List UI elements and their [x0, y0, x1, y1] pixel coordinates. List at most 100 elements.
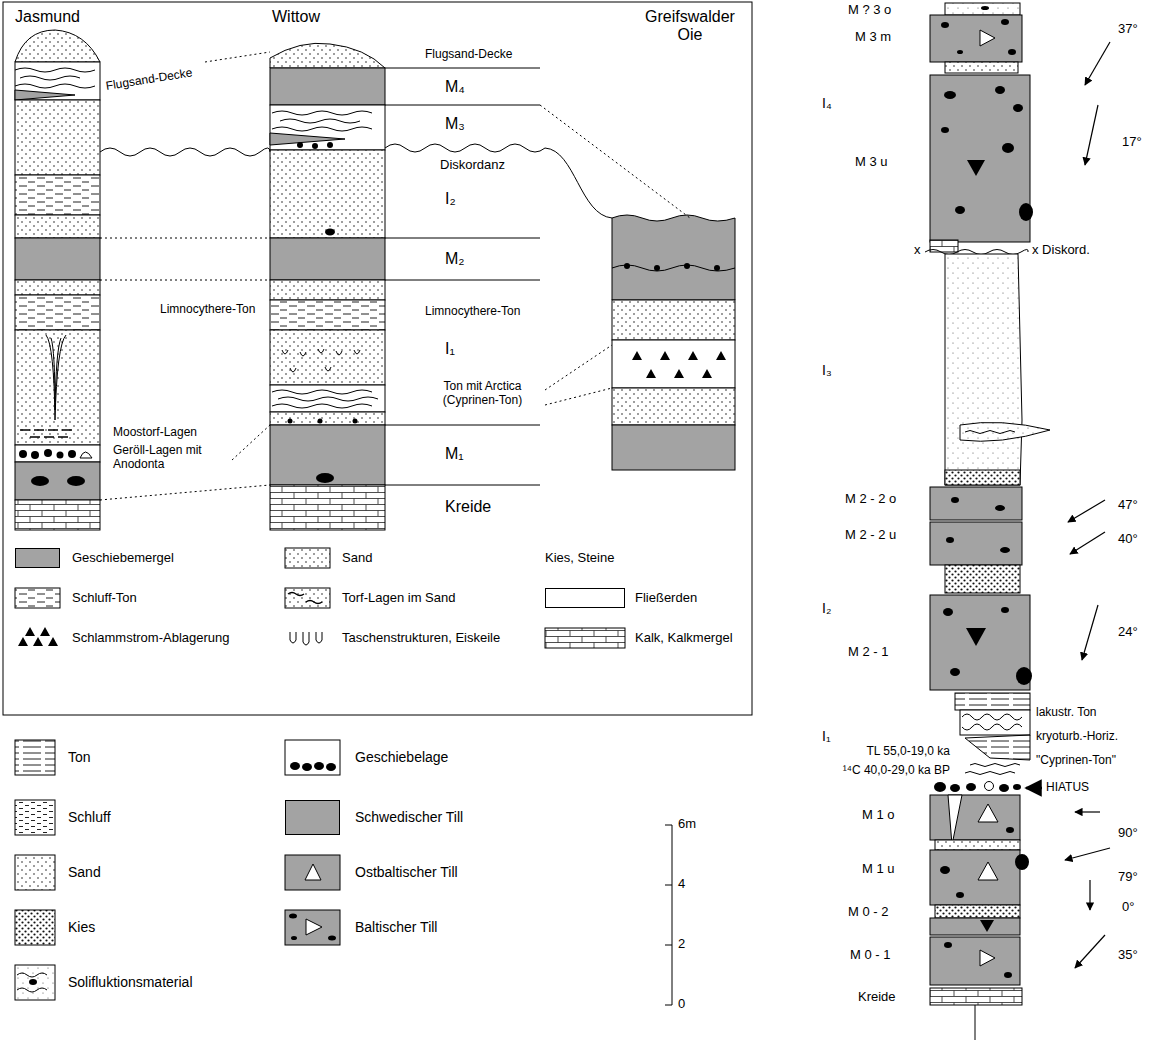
- flint-nodule: [31, 476, 49, 486]
- stone: [1013, 784, 1021, 790]
- legend-label: Schluff: [68, 809, 111, 825]
- right-profile-column: [925, 3, 1050, 1040]
- sand-layer: [15, 330, 100, 445]
- sand-layer: [270, 150, 385, 238]
- discordance-line: [385, 144, 612, 218]
- till-layer: [612, 425, 735, 470]
- scale-label: 6m: [678, 817, 696, 832]
- dip-angle: 40°: [1118, 532, 1138, 547]
- stone: [951, 497, 959, 503]
- till-layer: [15, 238, 100, 280]
- legend-label: Sand: [342, 551, 372, 566]
- layer-note: kryoturb.-Horiz.: [1036, 730, 1118, 744]
- legend-label: Ostbaltischer Till: [355, 864, 458, 880]
- stone: [328, 936, 336, 941]
- silt-clay-layer: [15, 175, 100, 215]
- stone: [1002, 143, 1014, 153]
- gravel-layer: [935, 905, 1020, 918]
- stone: [291, 936, 297, 940]
- gravel-layer: [945, 565, 1020, 593]
- sand-layer: [15, 215, 100, 238]
- till-label: M 2 - 2 u: [845, 528, 896, 543]
- till-layer: [930, 522, 1022, 565]
- flint-nodule: [316, 473, 334, 483]
- unit-label: I₄: [822, 95, 832, 111]
- cryoturbation-lines: [962, 714, 1022, 730]
- boulder-bed-sample: [285, 740, 340, 775]
- till-layer: [930, 487, 1022, 520]
- pebble: [624, 263, 630, 269]
- sand-layer: [15, 100, 100, 175]
- stone: [1004, 972, 1012, 978]
- chalk-layer: [930, 988, 1022, 1005]
- solifluction-sample: [15, 965, 55, 1000]
- discordance-line: [612, 265, 735, 271]
- cyprina-clay: [965, 735, 1030, 760]
- dip-arrow: [1085, 42, 1110, 85]
- shell: [985, 782, 994, 791]
- stone: [941, 127, 949, 133]
- pebble: [654, 265, 660, 271]
- till-symbol: [980, 950, 995, 966]
- legend-swatch: [285, 800, 340, 835]
- hiatus-arrow: [1026, 787, 1042, 790]
- dip-arrow: [1082, 605, 1098, 660]
- chalk-layer: [15, 500, 100, 530]
- pocket-sample: [290, 632, 322, 645]
- correlation-dotted: [100, 52, 690, 500]
- baltic-till-sample: [285, 910, 340, 945]
- stone: [944, 942, 952, 948]
- sand-layer: [612, 300, 735, 340]
- stone: [966, 783, 976, 791]
- stone: [1000, 547, 1010, 553]
- pebble: [31, 451, 39, 459]
- layer-note: Geröll-Lagen mit Anodonta: [113, 444, 218, 472]
- date-label: ¹⁴C 40,0-29,0 ka BP: [843, 764, 950, 778]
- legend-label: Solifluktionsmaterial: [68, 974, 193, 990]
- till-layer: [612, 215, 735, 300]
- sand-layer: [15, 280, 100, 295]
- solifluction-lines: [17, 973, 47, 992]
- column-title: Greifswalder Oie: [635, 8, 745, 45]
- legend-label: Torf-Lagen im Sand: [342, 591, 455, 606]
- till-symbol: [980, 920, 994, 932]
- till-layer: [930, 15, 1022, 62]
- till-label: M 1 u: [862, 862, 895, 877]
- legend-label: Baltischer Till: [355, 919, 437, 935]
- chalk-layer: [270, 485, 385, 530]
- layer-note: Flugsand-Decke: [105, 66, 193, 93]
- till-layer: [930, 75, 1030, 242]
- silt-clay-layer: [15, 295, 100, 330]
- layer-note: Flugsand-Decke: [425, 48, 512, 62]
- stone: [995, 86, 1005, 94]
- dip-angle: 47°: [1118, 498, 1138, 513]
- flugsand-layer: [270, 43, 385, 68]
- till-symbol: [305, 864, 321, 880]
- unit-label: Kreide: [858, 990, 896, 1005]
- pebble: [44, 449, 52, 457]
- stone: [1006, 827, 1014, 833]
- stone: [1001, 607, 1009, 613]
- mudflow-layer: [612, 340, 735, 388]
- peat-lines: [272, 390, 378, 408]
- solifluction-lines: [965, 431, 1015, 434]
- peat-lines: [288, 593, 322, 604]
- dip-arrow: [1075, 935, 1105, 968]
- dip-angle: 24°: [1118, 625, 1138, 640]
- layer-note: Limnocythere-Ton: [160, 303, 255, 317]
- chalk-floe: [930, 240, 958, 252]
- pebble: [318, 419, 323, 424]
- scale-bar: [665, 825, 672, 1005]
- dip-arrows: [1065, 42, 1110, 968]
- till-symbol: [966, 628, 986, 646]
- greifswalder-oie-column: [612, 215, 735, 470]
- unit-label: I₃: [822, 362, 832, 378]
- stone: [940, 866, 950, 874]
- legend-label: Taschenstrukturen, Eiskeile: [342, 631, 500, 646]
- till-wedge: [15, 90, 75, 100]
- chalk-sample: [545, 628, 625, 648]
- unit-label: M₁: [445, 445, 464, 463]
- unit-label: M₃: [445, 115, 465, 133]
- peat-lines: [20, 430, 72, 437]
